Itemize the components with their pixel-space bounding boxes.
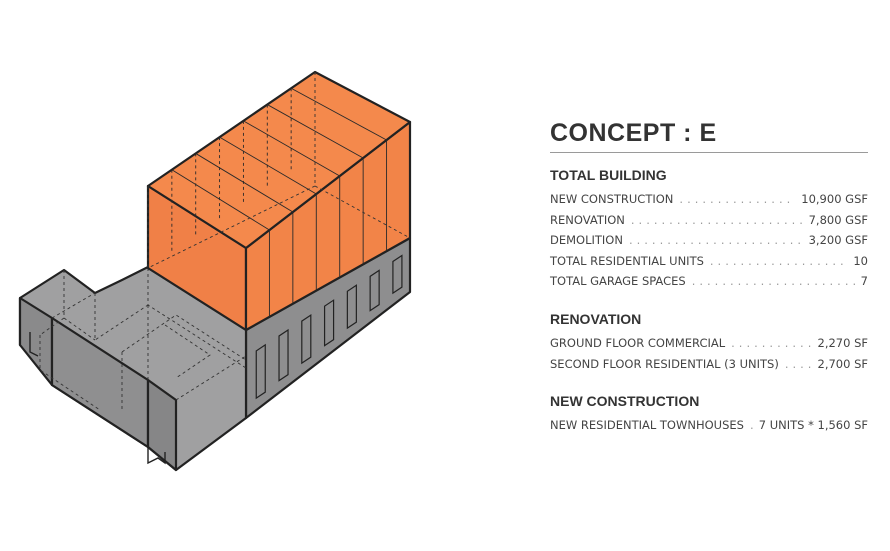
summary-section: TOTAL BUILDING NEW CONSTRUCTION 10,900 GSF… [550, 166, 868, 292]
unit-division-line [219, 136, 317, 291]
window [301, 313, 312, 365]
new-construction-volume [146, 70, 412, 332]
dot-leader [629, 230, 803, 251]
dot-leader [692, 271, 855, 292]
concept-title: CONCEPT : E [550, 118, 868, 153]
row-value: 10,900 GSF [801, 192, 868, 206]
renovation-volume [18, 236, 412, 472]
summary-row: GROUND FLOOR COMMERCIAL 2,270 SF [550, 333, 868, 354]
row-label: SECOND FLOOR RESIDENTIAL (3 UNITS) [550, 356, 779, 371]
dot-leader [710, 251, 847, 272]
window [323, 299, 335, 347]
row-label: GROUND FLOOR COMMERCIAL [550, 335, 726, 350]
dot-leader [750, 415, 753, 436]
summary-row: NEW CONSTRUCTION 10,900 GSF [550, 189, 868, 210]
unit-division-line [267, 104, 364, 265]
window [369, 269, 380, 312]
section-heading: TOTAL BUILDING [550, 167, 667, 183]
row-value: 2,700 SF [817, 356, 869, 371]
row-label: RENOVATION [550, 212, 625, 227]
summary-section: RENOVATION GROUND FLOOR COMMERCIAL 2,270 S… [550, 310, 868, 374]
townhouse-division-lines [171, 87, 388, 317]
window [278, 328, 289, 382]
row-value: 7,800 GSF [808, 212, 868, 227]
unit-division-line [290, 87, 388, 252]
dot-leader [785, 354, 812, 375]
new-construction-top-face [146, 70, 412, 250]
unit-division-line [195, 153, 294, 304]
summary-row: TOTAL RESIDENTIAL UNITS 10 [550, 251, 868, 272]
summary-sections: TOTAL BUILDING NEW CONSTRUCTION 10,900 GSF… [550, 166, 868, 436]
row-label: NEW CONSTRUCTION [550, 192, 674, 206]
dot-leader [679, 189, 795, 210]
dot-leader [631, 210, 803, 231]
renovation-windows [255, 254, 403, 400]
renovation-corner-face [146, 378, 178, 472]
row-value: 10 [853, 253, 868, 268]
row-value: 2,270 SF [817, 335, 869, 350]
row-label: TOTAL GARAGE SPACES [550, 274, 686, 289]
summary-row: DEMOLITION 3,200 GSF [550, 230, 868, 251]
row-value: 7 [860, 274, 868, 289]
window [392, 254, 403, 295]
unit-division-line [243, 120, 341, 278]
summary-row: RENOVATION 7,800 GSF [550, 210, 868, 231]
row-label: NEW RESIDENTIAL TOWNHOUSES [550, 418, 744, 433]
concept-summary-panel: CONCEPT : E TOTAL BUILDING NEW CONSTRUCTI… [550, 118, 868, 454]
summary-row: NEW RESIDENTIAL TOWNHOUSES 7 UNITS * 1,56… [550, 415, 868, 436]
dot-leader [731, 333, 811, 354]
window [255, 343, 266, 400]
summary-section: NEW CONSTRUCTION NEW RESIDENTIAL TOWNHOUS… [550, 392, 868, 436]
unit-division-line [171, 169, 270, 317]
summary-row: TOTAL GARAGE SPACES 7 [550, 271, 868, 292]
row-label: DEMOLITION [550, 233, 623, 248]
axonometric-building-diagram [18, 70, 412, 472]
section-heading: NEW CONSTRUCTION [550, 393, 700, 410]
row-value: 7 UNITS * 1,560 SF [758, 418, 868, 433]
summary-row: SECOND FLOOR RESIDENTIAL (3 UNITS) 2,700 … [550, 354, 868, 375]
row-value: 3,200 GSF [808, 233, 868, 248]
window [346, 284, 357, 330]
section-heading: RENOVATION [550, 310, 642, 327]
row-label: TOTAL RESIDENTIAL UNITS [550, 253, 704, 268]
